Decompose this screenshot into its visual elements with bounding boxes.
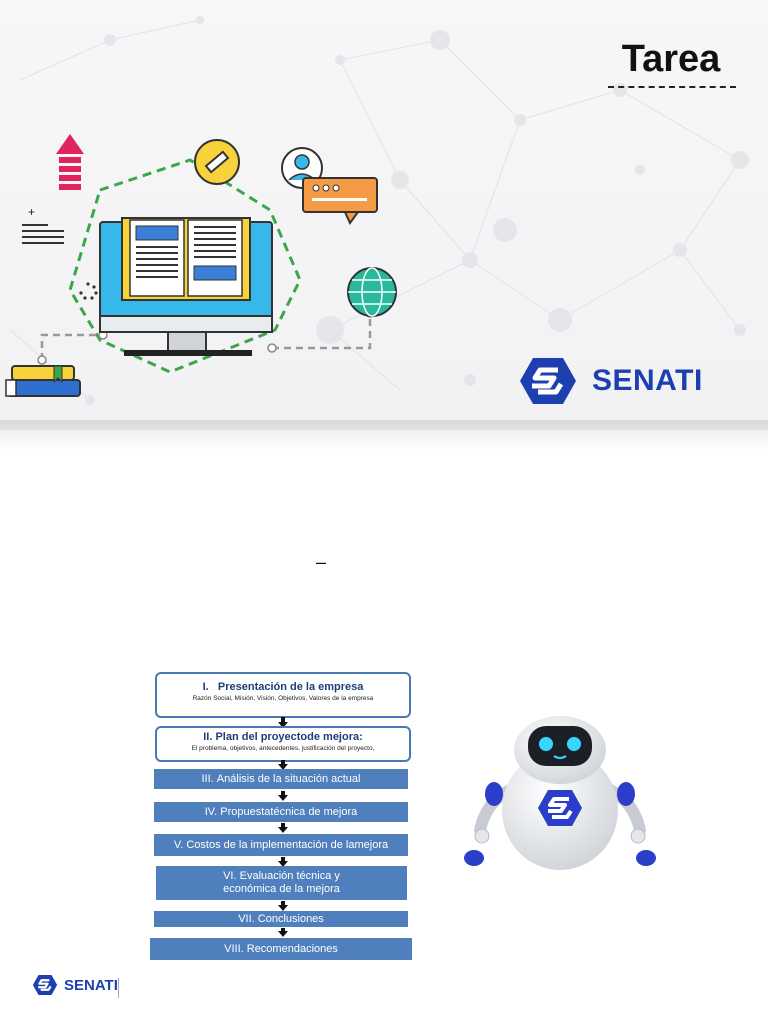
loading-dots-icon bbox=[79, 282, 98, 300]
chat-bubble-icon bbox=[302, 177, 378, 225]
senati-emblem-icon bbox=[538, 790, 582, 826]
step-numeral: VIII. bbox=[224, 942, 244, 955]
step-numeral: VI. bbox=[223, 870, 237, 882]
step-5: V. Costos de la implementación de lamejo… bbox=[154, 834, 408, 856]
step-subtitle: El problema, objetivos, antecedentes, ju… bbox=[191, 745, 375, 752]
senati-logo: SENATI bbox=[518, 356, 703, 406]
elearning-illustration: + bbox=[5, 134, 397, 397]
arrow-stem bbox=[281, 791, 285, 795]
step-8: VIII. Recomendaciones bbox=[150, 938, 412, 960]
monitor-book-icon bbox=[99, 217, 273, 356]
step-subtitle: Razón Social, Misión, Visión, Objetivos,… bbox=[192, 695, 374, 702]
down-arrow-icon bbox=[278, 931, 288, 937]
hero-shadow bbox=[0, 420, 768, 450]
document-lines-icon: + bbox=[22, 205, 64, 244]
globe-icon bbox=[347, 267, 397, 317]
step-title: Presentación de la empresa bbox=[217, 681, 364, 693]
page-title: Tarea bbox=[621, 38, 721, 80]
step-3: III. Análisis de la situación actual bbox=[154, 769, 408, 789]
books-icon bbox=[5, 365, 81, 397]
step-numeral: VII. bbox=[238, 912, 255, 925]
down-arrow-icon bbox=[278, 795, 288, 801]
arrow-stem bbox=[281, 928, 285, 931]
separator-dash: – bbox=[316, 552, 327, 572]
step-numeral: V. bbox=[173, 838, 184, 851]
step-title: Evaluación técnica y económica de la mej… bbox=[223, 870, 340, 895]
down-arrow-icon bbox=[278, 905, 288, 911]
step-1: I. Presentación de la empresa Razón Soci… bbox=[155, 672, 411, 718]
hero-banner: Tarea bbox=[0, 0, 768, 430]
down-arrow-icon bbox=[278, 827, 288, 833]
project-steps-flowchart: I. Presentación de la empresa Razón Soci… bbox=[150, 672, 416, 964]
step-title: Propuestatécnica de mejora bbox=[220, 805, 358, 818]
step-title: Análisis de la situación actual bbox=[216, 772, 361, 785]
arrow-stem bbox=[281, 823, 285, 827]
svg-text:+: + bbox=[28, 205, 35, 219]
arrow-stem bbox=[281, 901, 285, 905]
senati-emblem-icon bbox=[520, 358, 576, 404]
down-arrow-icon bbox=[278, 764, 288, 770]
footer-divider bbox=[118, 978, 119, 998]
pencil-icon bbox=[194, 139, 240, 185]
step-numeral: III. bbox=[201, 772, 214, 785]
down-arrow-icon bbox=[278, 722, 288, 728]
network-background bbox=[9, 16, 749, 405]
down-arrow-icon bbox=[278, 861, 288, 867]
step-numeral: IV. bbox=[204, 805, 218, 818]
upload-arrow-icon bbox=[56, 134, 84, 190]
arrow-stem bbox=[281, 717, 285, 722]
step-4: IV. Propuestatécnica de mejora bbox=[154, 802, 408, 822]
senati-wordmark: SENATI bbox=[592, 364, 703, 397]
footer-wordmark: SENATI bbox=[64, 976, 118, 994]
senati-emblem-icon bbox=[32, 975, 58, 995]
step-6: VI. Evaluación técnica y económica de la… bbox=[156, 866, 407, 900]
footer-senati-logo: SENATI bbox=[32, 974, 118, 996]
step-title: Recomendaciones bbox=[246, 942, 338, 955]
step-numeral: II. bbox=[203, 731, 213, 743]
step-title: Costos de la implementación de lamejora bbox=[186, 838, 389, 851]
arrow-stem bbox=[281, 760, 285, 764]
step-numeral: I. bbox=[202, 681, 209, 693]
step-title: Plan del proyectode mejora: bbox=[215, 731, 363, 743]
arrow-stem bbox=[281, 857, 285, 861]
step-7: VII. Conclusiones bbox=[154, 911, 408, 927]
title-underline bbox=[608, 86, 736, 88]
step-title: Conclusiones bbox=[257, 912, 324, 925]
robot-mascot bbox=[464, 716, 656, 870]
step-2: II. Plan del proyectode mejora: El probl… bbox=[155, 726, 411, 762]
